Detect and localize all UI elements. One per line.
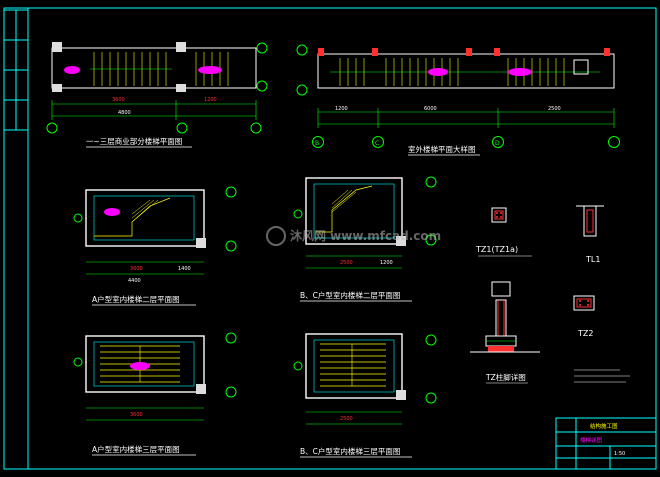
dim-a2f-3: 4400 [128,278,141,284]
title-block-project: 楼梯详图 [580,436,603,444]
axis-b-label: B [315,140,319,147]
left-strip-cells [3,9,29,131]
dim-a3f-1: 3600 [130,412,143,418]
title-unit-a-2f: A户型室内楼梯二层平面图 [92,294,180,304]
title-unit-bc-3f: B、C户型室内楼梯三层平面图 [300,446,400,456]
dim-commercial-1: 3600 [112,97,125,103]
drawing-frame [3,7,657,470]
title-unit-bc-2f: B、C户型室内楼梯二层平面图 [300,290,400,300]
dim-bc3f-1: 2500 [340,416,353,422]
tz2-section: TZ2 [573,295,595,338]
title-unit-a-3f: A户型室内楼梯三层平面图 [92,444,180,454]
dim-exterior-1: 1200 [335,106,348,112]
label-tz1: TZ1(TZ1a) [475,245,518,254]
dim-commercial-2: 1200 [204,97,217,103]
exterior-stair-plan: 1200 6000 2500 B C D 室外楼梯平面大样图 [296,44,620,156]
axis-d-label: D [495,140,500,147]
watermark-text: 沐风网 www.mfcad.com [290,228,441,243]
title-block: 结构施工图 楼梯详图 1:50 [555,417,657,470]
unit-a-stair-2f: 3600 1400 4400 A户型室内楼梯二层平面图 [73,186,237,306]
unit-bc-stair-3f: 2500 B、C户型室内楼梯三层平面图 [293,333,437,458]
dim-exterior-2: 6000 [424,106,437,112]
watermark: 沐风网 www.mfcad.com [266,226,441,246]
commercial-stair-plan: 3600 1200 4800 一~三层商业部分楼梯平面图 [46,42,268,148]
tz-column-foot-detail: TZ柱脚详图 [470,281,540,384]
dim-bc2f-2: 1200 [380,260,393,266]
title-block-scale: 1:50 [614,451,625,457]
notes [574,369,630,383]
dim-bc2f-1: 2500 [340,260,353,266]
label-tl1: TL1 [585,255,600,264]
dim-a2f-2: 1400 [178,266,191,272]
title-exterior-stair-plan: 室外楼梯平面大样图 [408,144,476,154]
title-block-company: 结构施工图 [590,422,618,430]
dim-commercial-3: 4800 [118,110,131,116]
title-commercial-stair-plan: 一~三层商业部分楼梯平面图 [86,136,182,146]
tl1-section: TL1 [576,205,604,264]
dim-a2f-1: 3600 [130,266,143,272]
title-column-foot-detail: TZ柱脚详图 [485,372,526,382]
label-tz2: TZ2 [577,329,593,338]
axis-c-label: C [375,140,379,147]
dim-exterior-3: 2500 [548,106,561,112]
unit-bc-stair-2f: 2500 1200 B、C户型室内楼梯二层平面图 [293,176,437,302]
unit-a-stair-3f: 3600 A户型室内楼梯三层平面图 [73,332,237,456]
tz1-section: TZ1(TZ1a) [475,207,532,257]
